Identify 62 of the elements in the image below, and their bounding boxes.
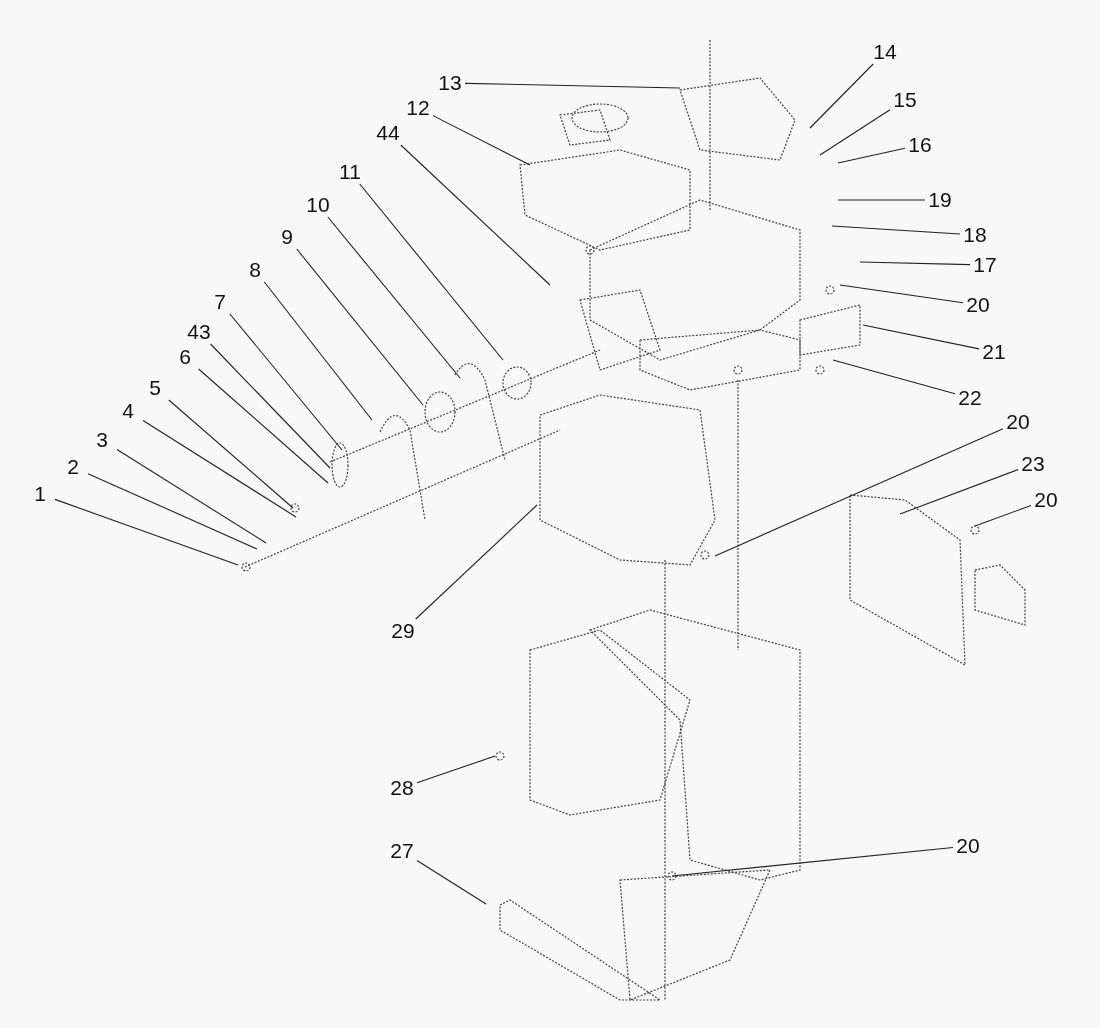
callout-number: 20 bbox=[966, 294, 990, 316]
leader-line bbox=[400, 144, 551, 286]
leader-line bbox=[87, 473, 258, 550]
callout-number: 12 bbox=[406, 97, 430, 119]
leader-line bbox=[839, 284, 964, 304]
leader-line bbox=[229, 313, 343, 451]
callout-number: 27 bbox=[390, 840, 414, 862]
callout-number: 20 bbox=[956, 835, 980, 857]
callout-number: 15 bbox=[893, 89, 917, 111]
callout-number: 22 bbox=[958, 387, 982, 409]
leader-line bbox=[168, 399, 294, 509]
leader-line bbox=[859, 261, 971, 266]
callout-number: 21 bbox=[982, 341, 1006, 363]
leader-line bbox=[116, 448, 267, 544]
leader-line bbox=[974, 504, 1032, 527]
leader-line bbox=[432, 115, 531, 166]
leader-line bbox=[54, 498, 239, 566]
callout-number: 28 bbox=[390, 777, 414, 799]
leader-line bbox=[416, 859, 487, 905]
callout-number: 6 bbox=[179, 346, 191, 368]
callout-number: 4 bbox=[122, 400, 134, 422]
leader-line bbox=[837, 199, 926, 201]
callout-number: 11 bbox=[339, 161, 361, 183]
callout-number: 23 bbox=[1021, 453, 1045, 475]
callout-number: 14 bbox=[873, 41, 897, 63]
leader-line bbox=[142, 419, 297, 518]
callout-number: 13 bbox=[438, 72, 462, 94]
leader-line bbox=[714, 428, 1004, 557]
leader-line bbox=[819, 109, 891, 156]
leader-line bbox=[671, 846, 954, 877]
leader-line bbox=[327, 216, 461, 379]
leader-line bbox=[210, 343, 331, 469]
callout-number: 20 bbox=[1006, 411, 1030, 433]
callout-number: 19 bbox=[928, 189, 952, 211]
leader-line bbox=[464, 82, 681, 89]
callout-number: 10 bbox=[306, 194, 330, 216]
leader-line bbox=[198, 368, 329, 484]
leader-line bbox=[809, 63, 874, 129]
callout-number: 3 bbox=[96, 429, 108, 451]
callout-number: 8 bbox=[249, 259, 261, 281]
leader-line bbox=[296, 248, 424, 406]
leader-line bbox=[263, 281, 373, 421]
callout-number: 1 bbox=[34, 483, 46, 505]
leader-line bbox=[837, 147, 906, 164]
callout-number: 9 bbox=[281, 226, 293, 248]
callout-number: 18 bbox=[963, 224, 987, 246]
leader-line bbox=[862, 324, 980, 350]
callout-number: 2 bbox=[67, 456, 79, 478]
callout-number: 20 bbox=[1034, 489, 1058, 511]
callout-number: 43 bbox=[187, 321, 211, 343]
leader-line bbox=[415, 504, 538, 620]
leader-line bbox=[899, 469, 1019, 515]
leader-line bbox=[416, 755, 496, 784]
callout-number: 5 bbox=[149, 377, 161, 399]
callout-number: 17 bbox=[973, 254, 997, 276]
callout-number: 16 bbox=[908, 134, 932, 156]
callout-number: 44 bbox=[376, 122, 400, 144]
leader-line bbox=[832, 359, 956, 395]
callout-number: 7 bbox=[214, 291, 226, 313]
leader-line bbox=[359, 183, 504, 361]
leader-line bbox=[831, 225, 961, 235]
callout-number: 29 bbox=[391, 620, 415, 642]
